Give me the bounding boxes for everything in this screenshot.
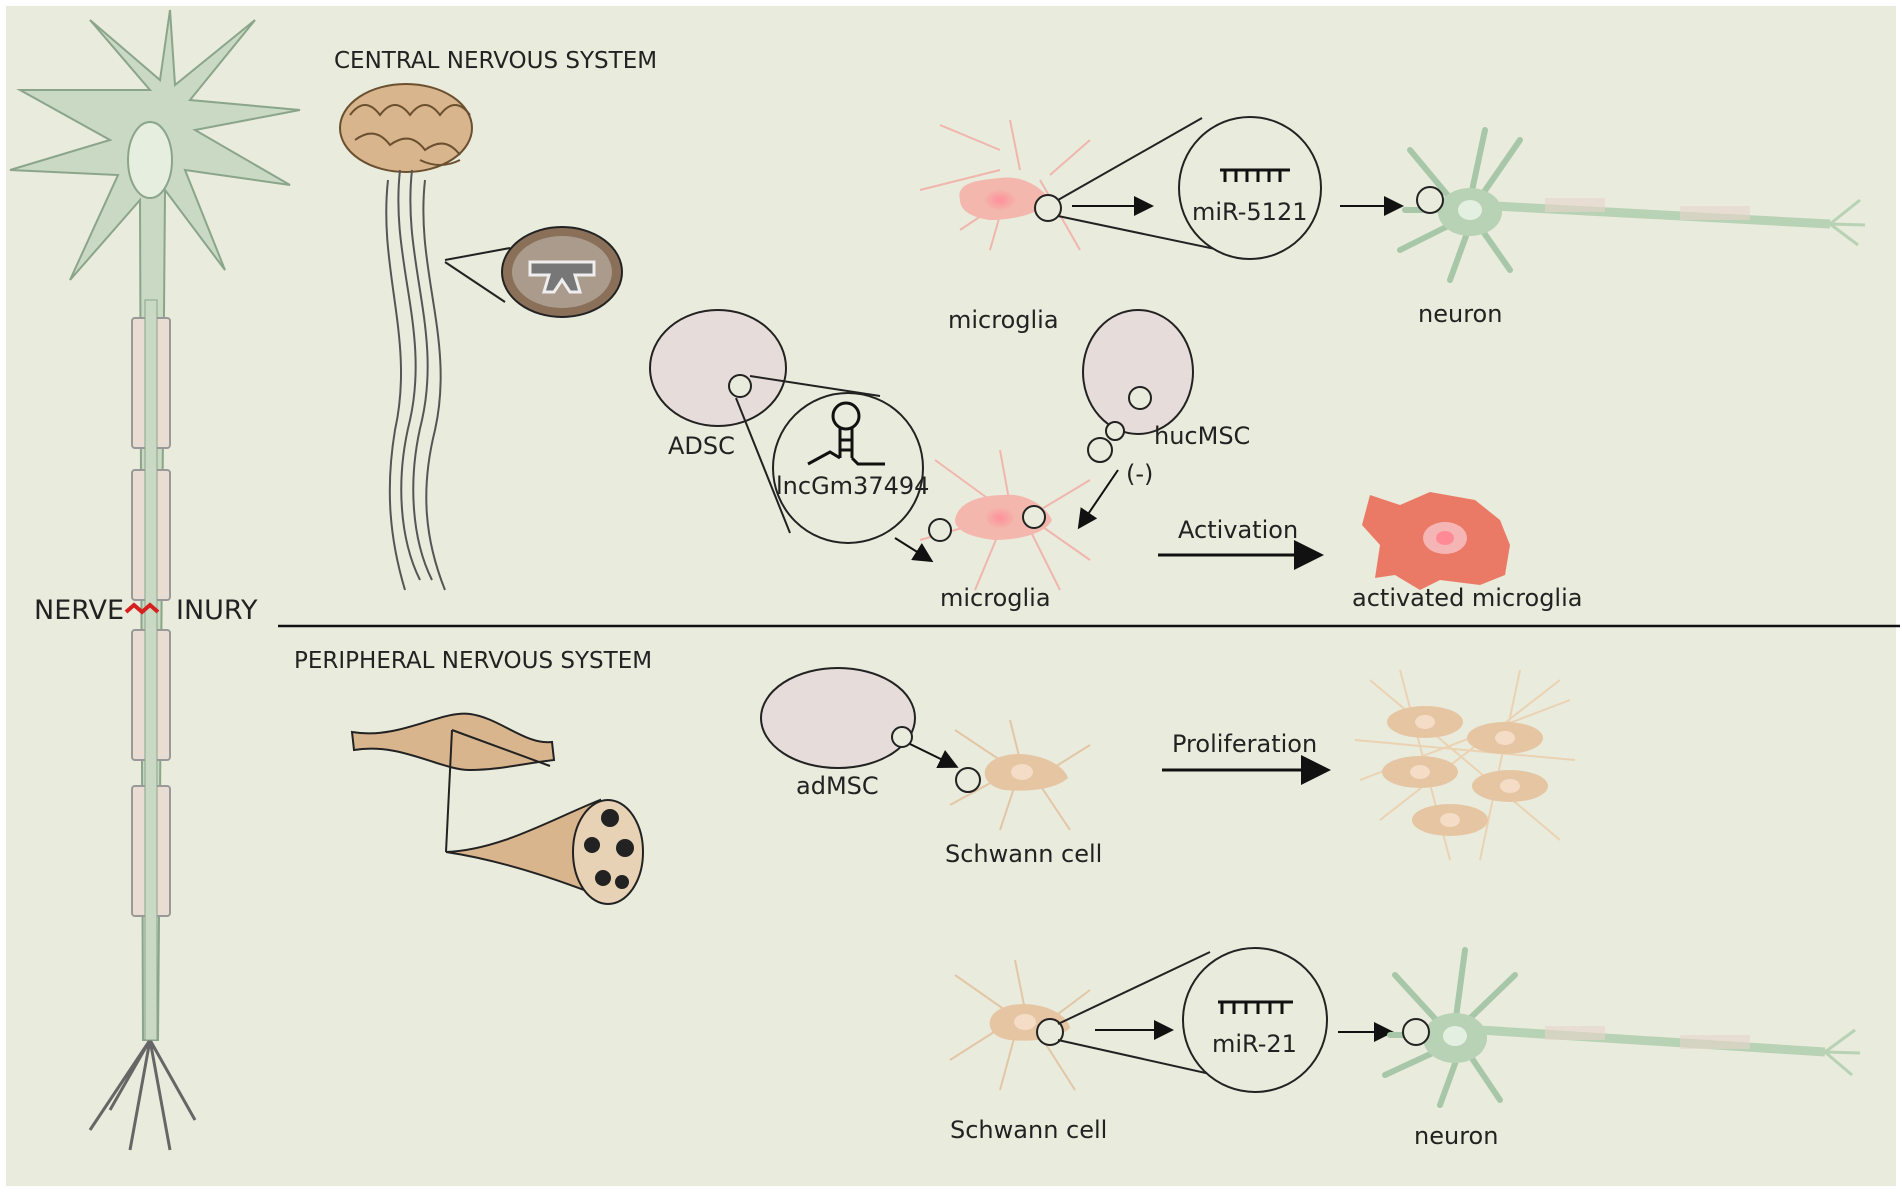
exosome-icon xyxy=(1034,194,1062,222)
lncrna-label: lncGm37494 xyxy=(776,472,929,500)
adsc-cell xyxy=(649,309,787,427)
proliferation-label: Proliferation xyxy=(1172,730,1317,758)
cns-title: CENTRAL NERVOUS SYSTEM xyxy=(334,48,657,74)
mirna-label-top: miR-5121 xyxy=(1192,198,1308,226)
zoom-line xyxy=(735,397,791,534)
arrow-to-microglia xyxy=(894,537,934,563)
mirna-strand-icon xyxy=(1218,1000,1293,1014)
microglia-cell xyxy=(919,449,1091,591)
zoom-line xyxy=(1057,117,1203,201)
exosome-icon xyxy=(1036,1018,1064,1046)
exosome-icon xyxy=(1022,505,1046,529)
zoom-line xyxy=(444,247,511,261)
schwann-cell-cluster xyxy=(1354,669,1576,861)
microglia-cell xyxy=(919,119,1091,251)
microglia2-label: microglia xyxy=(940,584,1051,612)
zoom-line xyxy=(1057,951,1211,1025)
exosome-icon xyxy=(955,767,981,793)
exosome-icon xyxy=(1416,186,1444,214)
hucmsc-label: hucMSC xyxy=(1154,422,1250,450)
neuron-label-top: neuron xyxy=(1418,300,1502,328)
brain-icon xyxy=(339,83,473,173)
lncrna-bubble xyxy=(772,392,924,544)
nerve-label: NERVE xyxy=(34,595,124,626)
zoom-line xyxy=(444,261,506,303)
activated-microglia-label: activated microglia xyxy=(1352,584,1582,612)
exosome-icon xyxy=(1402,1018,1430,1046)
injury-zigzag-icon xyxy=(124,602,160,615)
small-neuron xyxy=(1382,947,1861,1108)
schwann-label: Schwann cell xyxy=(945,840,1102,868)
axon-terminals xyxy=(88,1039,197,1151)
exosome-icon xyxy=(928,518,952,542)
activated-microglia-cell xyxy=(1362,492,1510,590)
exosome-icon xyxy=(728,374,752,398)
axon-shaft xyxy=(144,299,158,1041)
small-neuron xyxy=(1397,127,1866,283)
neuron-label-bottom: neuron xyxy=(1414,1122,1498,1150)
mirna-bubble xyxy=(1182,947,1328,1093)
peripheral-nerve-icon xyxy=(350,712,644,905)
exosome-icon xyxy=(1105,421,1125,441)
mirna-strand-icon xyxy=(1220,168,1290,182)
adsc-label: ADSC xyxy=(668,432,735,460)
exosome-icon xyxy=(1087,437,1113,463)
exosome-icon xyxy=(891,726,913,748)
pns-title: PERIPHERAL NERVOUS SYSTEM xyxy=(294,648,652,674)
admsc-label: adMSC xyxy=(796,772,879,800)
activation-label: Activation xyxy=(1178,516,1298,544)
spinal-cross-section-icon xyxy=(501,226,623,318)
zoom-line xyxy=(749,375,881,397)
arrow-to-schwann xyxy=(909,743,959,768)
spinal-cord-icon xyxy=(385,169,446,591)
schwann2-label: Schwann cell xyxy=(950,1116,1107,1144)
large-neuron-nucleus xyxy=(127,121,173,199)
exosome-icon xyxy=(1128,386,1152,410)
inhibition-label: (-) xyxy=(1126,460,1153,488)
inhibition-arrow xyxy=(1077,469,1119,530)
lncrna-hairpin-icon xyxy=(807,401,885,466)
mirna-bubble xyxy=(1178,116,1322,260)
admsc-cell xyxy=(760,667,916,769)
mirna-label-bottom: miR-21 xyxy=(1212,1030,1297,1058)
injury-label: INURY xyxy=(176,595,258,626)
hucmsc-cell xyxy=(1082,309,1194,435)
microglia-label: microglia xyxy=(948,306,1059,334)
schwann-cell xyxy=(949,719,1091,831)
